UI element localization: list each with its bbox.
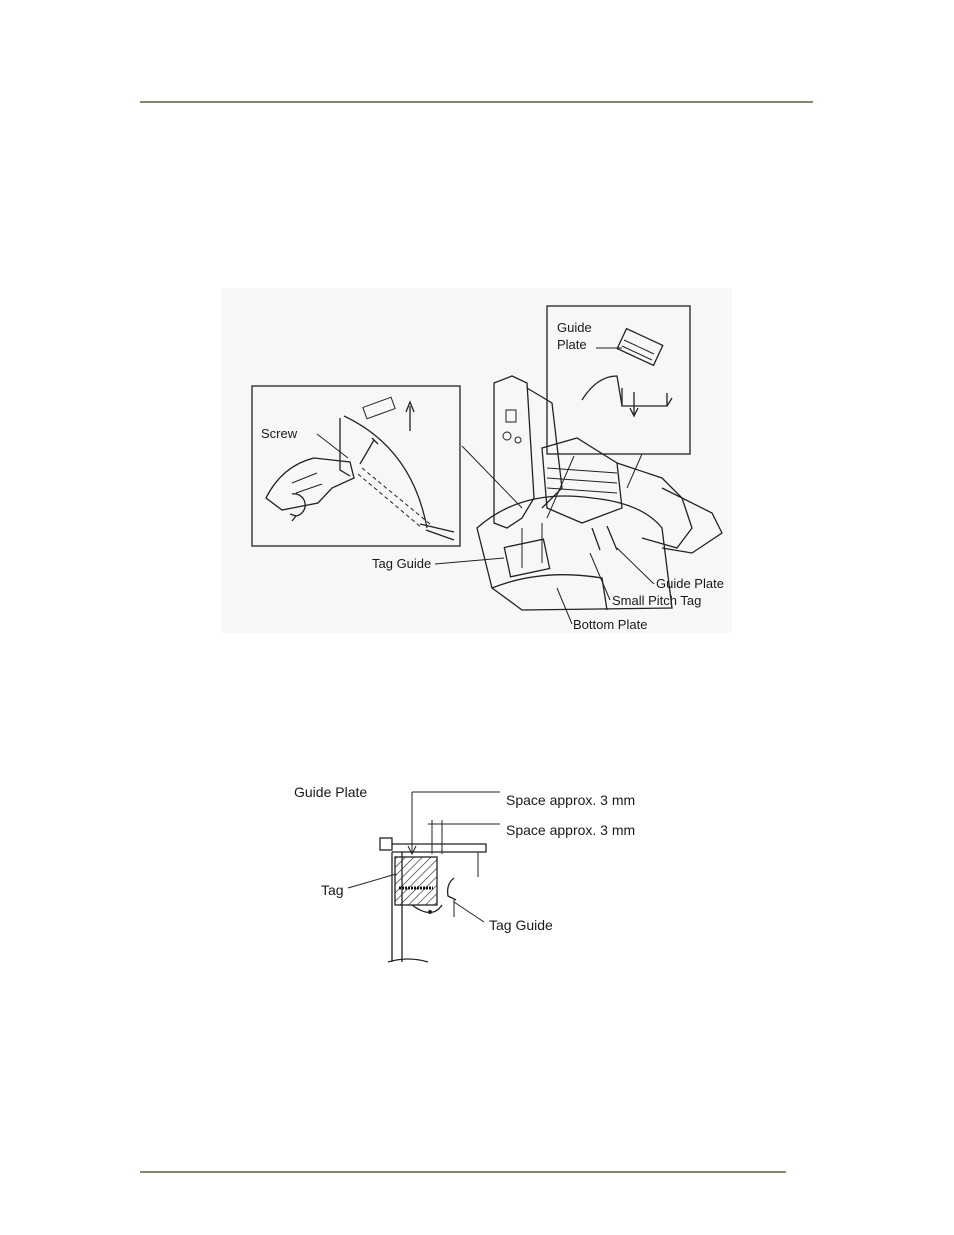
label-guide-plate-top-1: Guide: [557, 320, 592, 335]
screw-inset-box: [252, 386, 460, 546]
screw-inset-drawing: [266, 397, 454, 540]
label-guide-plate: Guide Plate: [656, 576, 724, 591]
label-tag: Tag: [321, 882, 344, 898]
guide-plate-inset-drawing: [582, 329, 672, 416]
label-space-2: Space approx. 3 mm: [506, 822, 635, 838]
label-guide-plate: Guide Plate: [294, 784, 367, 800]
label-small-pitch-tag: Small Pitch Tag: [612, 593, 701, 608]
spacing-diagram: [380, 792, 486, 962]
label-space-1: Space approx. 3 mm: [506, 792, 635, 808]
callout-lines: [317, 434, 654, 624]
guide-plate-spacing-figure: Guide Plate Space approx. 3 mm Space app…: [278, 772, 668, 967]
label-bottom-plate: Bottom Plate: [573, 617, 647, 632]
label-guide-plate-top-2: Plate: [557, 337, 587, 352]
label-tag-guide: Tag Guide: [489, 917, 553, 933]
top-divider: [140, 101, 813, 103]
label-tag-guide: Tag Guide: [372, 556, 431, 571]
bottom-divider: [140, 1171, 786, 1173]
guide-plate-installation-figure: Guide Plate Screw Tag Guide Guide Plate …: [222, 288, 732, 633]
label-screw: Screw: [261, 426, 298, 441]
